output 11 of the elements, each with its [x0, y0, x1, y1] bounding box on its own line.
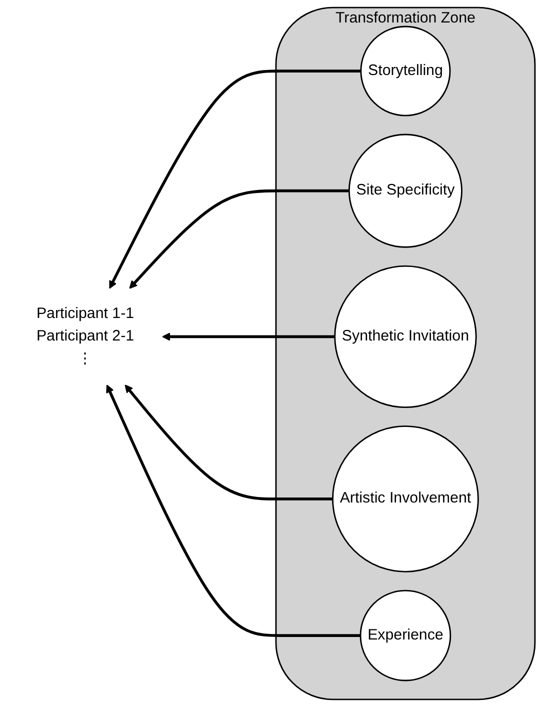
node-circle: Storytelling: [360, 26, 451, 116]
arrow: [124, 384, 333, 500]
arrow: [162, 332, 335, 341]
node-circle: Synthetic Invitation: [334, 265, 477, 408]
arrow: [109, 70, 361, 289]
node-text: Participant 1-1 Participant 2-1 ⋮: [36, 305, 134, 367]
node-circle: Site Specificity: [348, 134, 462, 248]
node-circle: Experience: [360, 590, 452, 682]
arrow: [129, 189, 350, 289]
arrow: [106, 384, 360, 637]
node-circle: Artistic Involvement: [332, 426, 479, 572]
